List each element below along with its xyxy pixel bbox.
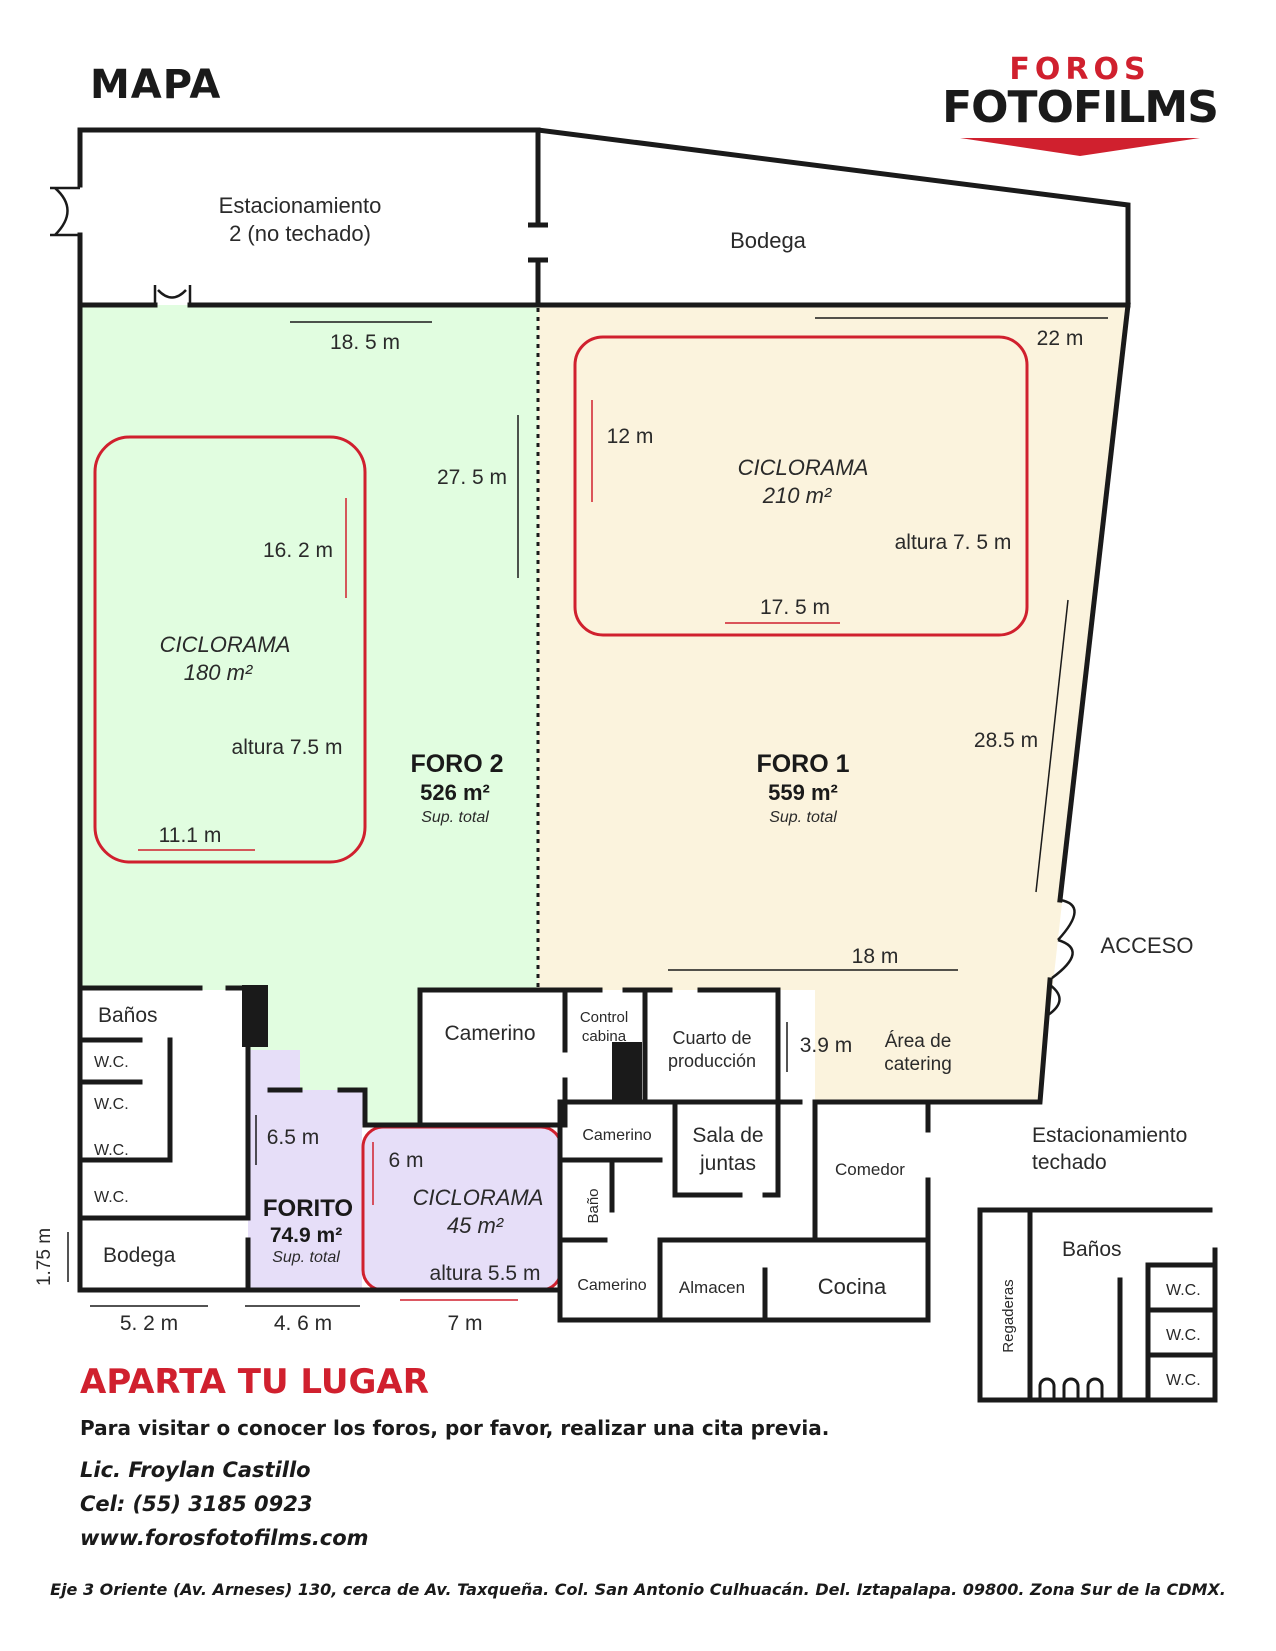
sala-juntas-label: Sala de [692,1124,763,1147]
estacionamiento2-label: Estacionamiento [219,193,382,218]
door-icon [50,186,80,237]
dim-4-6: 4. 6 m [274,1312,332,1335]
dim-22: 22 m [1037,327,1084,350]
comedor-label: Comedor [835,1160,905,1179]
camerino-label: Camerino [444,1022,535,1045]
wc-label: W.C. [94,1054,129,1071]
dim-6: 6 m [388,1149,423,1172]
cyclorama-45-height: altura 5.5 m [430,1262,541,1285]
cyclorama-45-area: 45 m² [447,1213,504,1238]
cyclorama-210-title: CICLORAMA [738,455,869,480]
foro1-name: FORO 1 [756,750,849,778]
estacionamiento-techado-label: techado [1032,1151,1107,1174]
forito-area-label: 74.9 m² [270,1224,342,1247]
foro1-area-label: 559 m² [768,780,838,805]
acceso-label: ACCESO [1101,933,1194,958]
dim-18: 18 m [852,945,899,968]
wall-block [612,1042,642,1102]
control-cabina-label: cabina [582,1028,627,1045]
wc-label: W.C. [1166,1327,1201,1344]
foro2-name: FORO 2 [410,750,503,778]
sala-juntas-label: juntas [699,1152,756,1175]
cyclorama-210-area: 210 m² [762,483,832,508]
area-catering-label: Área de [885,1031,952,1052]
dim-17-5: 17. 5 m [760,596,830,619]
dimension-line [1035,599,1069,893]
foro1-sup: Sup. total [769,809,837,826]
door-icon [153,285,192,305]
bodega-small-label: Bodega [103,1244,176,1267]
door-icon [1047,984,1061,1017]
cuarto-produccion-label: producción [668,1051,756,1071]
area-catering-label: catering [884,1054,952,1075]
website-link[interactable]: www.forosfotofilms.com [80,1526,369,1550]
wc-label: W.C. [94,1142,129,1159]
dim-27-5: 27. 5 m [437,466,507,489]
wc-label: W.C. [1166,1282,1201,1299]
bodega-top-label: Bodega [730,228,807,253]
page-title: MAPA [90,62,222,108]
dim-28-5: 28.5 m [974,729,1038,752]
dim-7: 7 m [447,1312,482,1335]
dim-1-75: 1.75 m [34,1228,55,1286]
logo-foros-text: FOROS [1009,52,1151,87]
wc-label: W.C. [1166,1372,1201,1389]
dim-16-2: 16. 2 m [263,539,333,562]
walls [77,127,1218,1403]
forito-area [248,1050,365,1290]
cta-heading: APARTA TU LUGAR [80,1362,429,1402]
cyclorama-180-area: 180 m² [184,660,253,685]
banos-left-label: Baños [98,1004,158,1027]
cyclorama-45-title: CICLORAMA [413,1185,544,1210]
cyclorama-180-title: CICLORAMA [160,632,291,657]
contact-name: Lic. Froylan Castillo [80,1458,311,1482]
footer: APARTA TU LUGAR Para visitar o conocer l… [80,1362,1230,1560]
foro2-area-label: 526 m² [420,780,490,805]
contact-phone: Cel: (55) 3185 0923 [80,1492,313,1516]
wall-block [242,985,268,1047]
foro1-area [538,305,1128,1102]
dim-3-9: 3.9 m [800,1034,853,1057]
bano-label: Baño [585,1188,602,1223]
dim-5-2: 5. 2 m [120,1312,178,1335]
control-cabina-label: Control [580,1009,628,1026]
wc-label: W.C. [94,1189,129,1206]
wc-label: W.C. [94,1096,129,1113]
cocina-label: Cocina [818,1274,887,1299]
estacionamiento2-label: 2 (no techado) [229,221,371,246]
shower-arch-icon [1038,1377,1104,1398]
address: Eje 3 Oriente (Av. Arneses) 130, cerca d… [50,1580,1226,1599]
almacen-label: Almacen [679,1278,745,1297]
cuarto-produccion-label: Cuarto de [672,1028,751,1048]
foro2-sup: Sup. total [421,809,489,826]
cyclorama-210-outline [573,335,1029,637]
visit-intro: Para visitar o conocer los foros, por fa… [80,1416,830,1440]
foro2-area [80,305,538,1125]
camerino-label: Camerino [582,1127,651,1144]
regaderas-label: Regaderas [1000,1279,1017,1352]
cyclorama-180-outline [93,435,367,864]
cyclorama-180-height: altura 7.5 m [232,736,343,759]
logo-fotofilms-text: FOTOFILMS [942,82,1219,133]
dim-6-5: 6.5 m [267,1126,320,1149]
dim-12: 12 m [607,425,654,448]
door-icon [1051,898,1076,980]
cyclorama-210-height: altura 7. 5 m [895,531,1012,554]
fotofilms-logo: FOROS FOTOFILMS [940,52,1220,162]
logo-swoosh-icon [960,138,1200,156]
estacionamiento-techado-label: Estacionamiento [1032,1124,1187,1147]
camerino-label: Camerino [577,1277,646,1294]
dim-18-5: 18. 5 m [330,331,400,354]
dim-11-1: 11.1 m [159,824,222,847]
forito-name: FORITO [263,1195,353,1222]
banos-right-label: Baños [1062,1238,1122,1261]
forito-sup: Sup. total [272,1249,340,1266]
